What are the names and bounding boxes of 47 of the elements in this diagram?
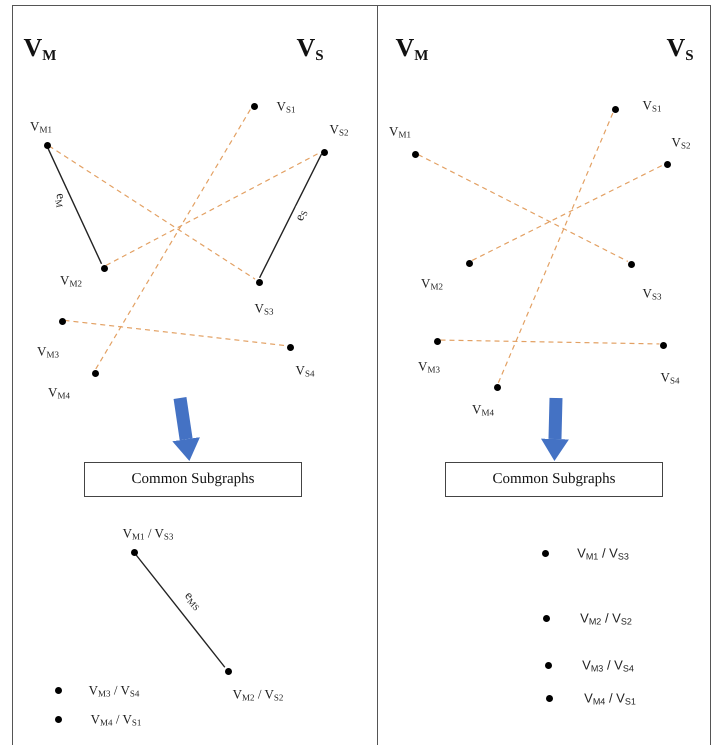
- vertex-label: V$_{S2}$: [330, 122, 348, 136]
- vertex-label: V$_{M3}$ / V$_{S4}$: [582, 658, 634, 672]
- vertex-label: V$_{M4}$ / V$_{S1}$: [584, 692, 636, 704]
- edge-line: [46, 146, 102, 264]
- vertex-label: V$_{M4}$: [48, 386, 70, 398]
- set-heading: V$_{S}$: [666, 35, 694, 61]
- set-heading: V$_{M}$: [396, 35, 428, 61]
- block-arrow: [174, 397, 198, 461]
- edge-line: [106, 152, 320, 266]
- label-box: [84, 462, 302, 497]
- panel: [378, 5, 711, 745]
- vertex-label: V$_{M1}$: [30, 120, 52, 132]
- vertex-label: V$_{S4}$: [660, 370, 680, 384]
- vertex-label: V$_{S3}$: [642, 286, 662, 300]
- edge-line: [134, 553, 226, 668]
- edge-line: [258, 154, 322, 278]
- vertex-label: V$_{M4}$: [472, 402, 494, 416]
- vertex-label: V$_{M2}$ / V$_{S2}$: [232, 688, 284, 700]
- vertex-label: V$_{M2}$: [421, 276, 443, 290]
- vertex-label: V$_{M1}$ / V$_{S3}$: [577, 546, 629, 560]
- vertex-label: V$_{M3}$: [418, 360, 440, 372]
- edge-line: [440, 339, 660, 345]
- set-heading: V$_{M}$: [24, 35, 56, 61]
- box-title: Common Subgraphs: [492, 470, 616, 490]
- vertex-label: V$_{M2}$ / V$_{S2}$: [580, 612, 632, 624]
- edge-line: [418, 154, 628, 262]
- vertex-label: V$_{M1}$ / V$_{S3}$: [122, 526, 174, 540]
- edge-line: [64, 320, 286, 346]
- edge-line: [498, 110, 614, 384]
- edge-line: [48, 145, 256, 280]
- edge-line: [472, 164, 664, 261]
- vertex-label: V$_{S1}$: [276, 100, 296, 112]
- vertex-label: V$_{M3}$: [37, 344, 59, 358]
- block-arrow: [544, 398, 566, 461]
- set-heading: V$_{S}$: [296, 35, 324, 61]
- vertex-label: V$_{M3}$ / V$_{S4}$: [88, 684, 140, 696]
- box-title: Common Subgraphs: [132, 470, 254, 490]
- vertex-label: V$_{M4}$ / V$_{S1}$: [90, 712, 142, 726]
- panel: [12, 5, 378, 745]
- vertex-label: V$_{S2}$: [672, 136, 690, 148]
- vertex-label: V$_{M2}$: [60, 274, 82, 286]
- vertex-label: V$_{S3}$: [254, 302, 274, 314]
- vertex-label: V$_{S4}$: [296, 364, 314, 376]
- vertex-label: V$_{M1}$: [389, 124, 411, 138]
- label-box: [445, 462, 663, 497]
- edge-line: [95, 108, 252, 370]
- vertex-label: V$_{S1}$: [642, 98, 662, 112]
